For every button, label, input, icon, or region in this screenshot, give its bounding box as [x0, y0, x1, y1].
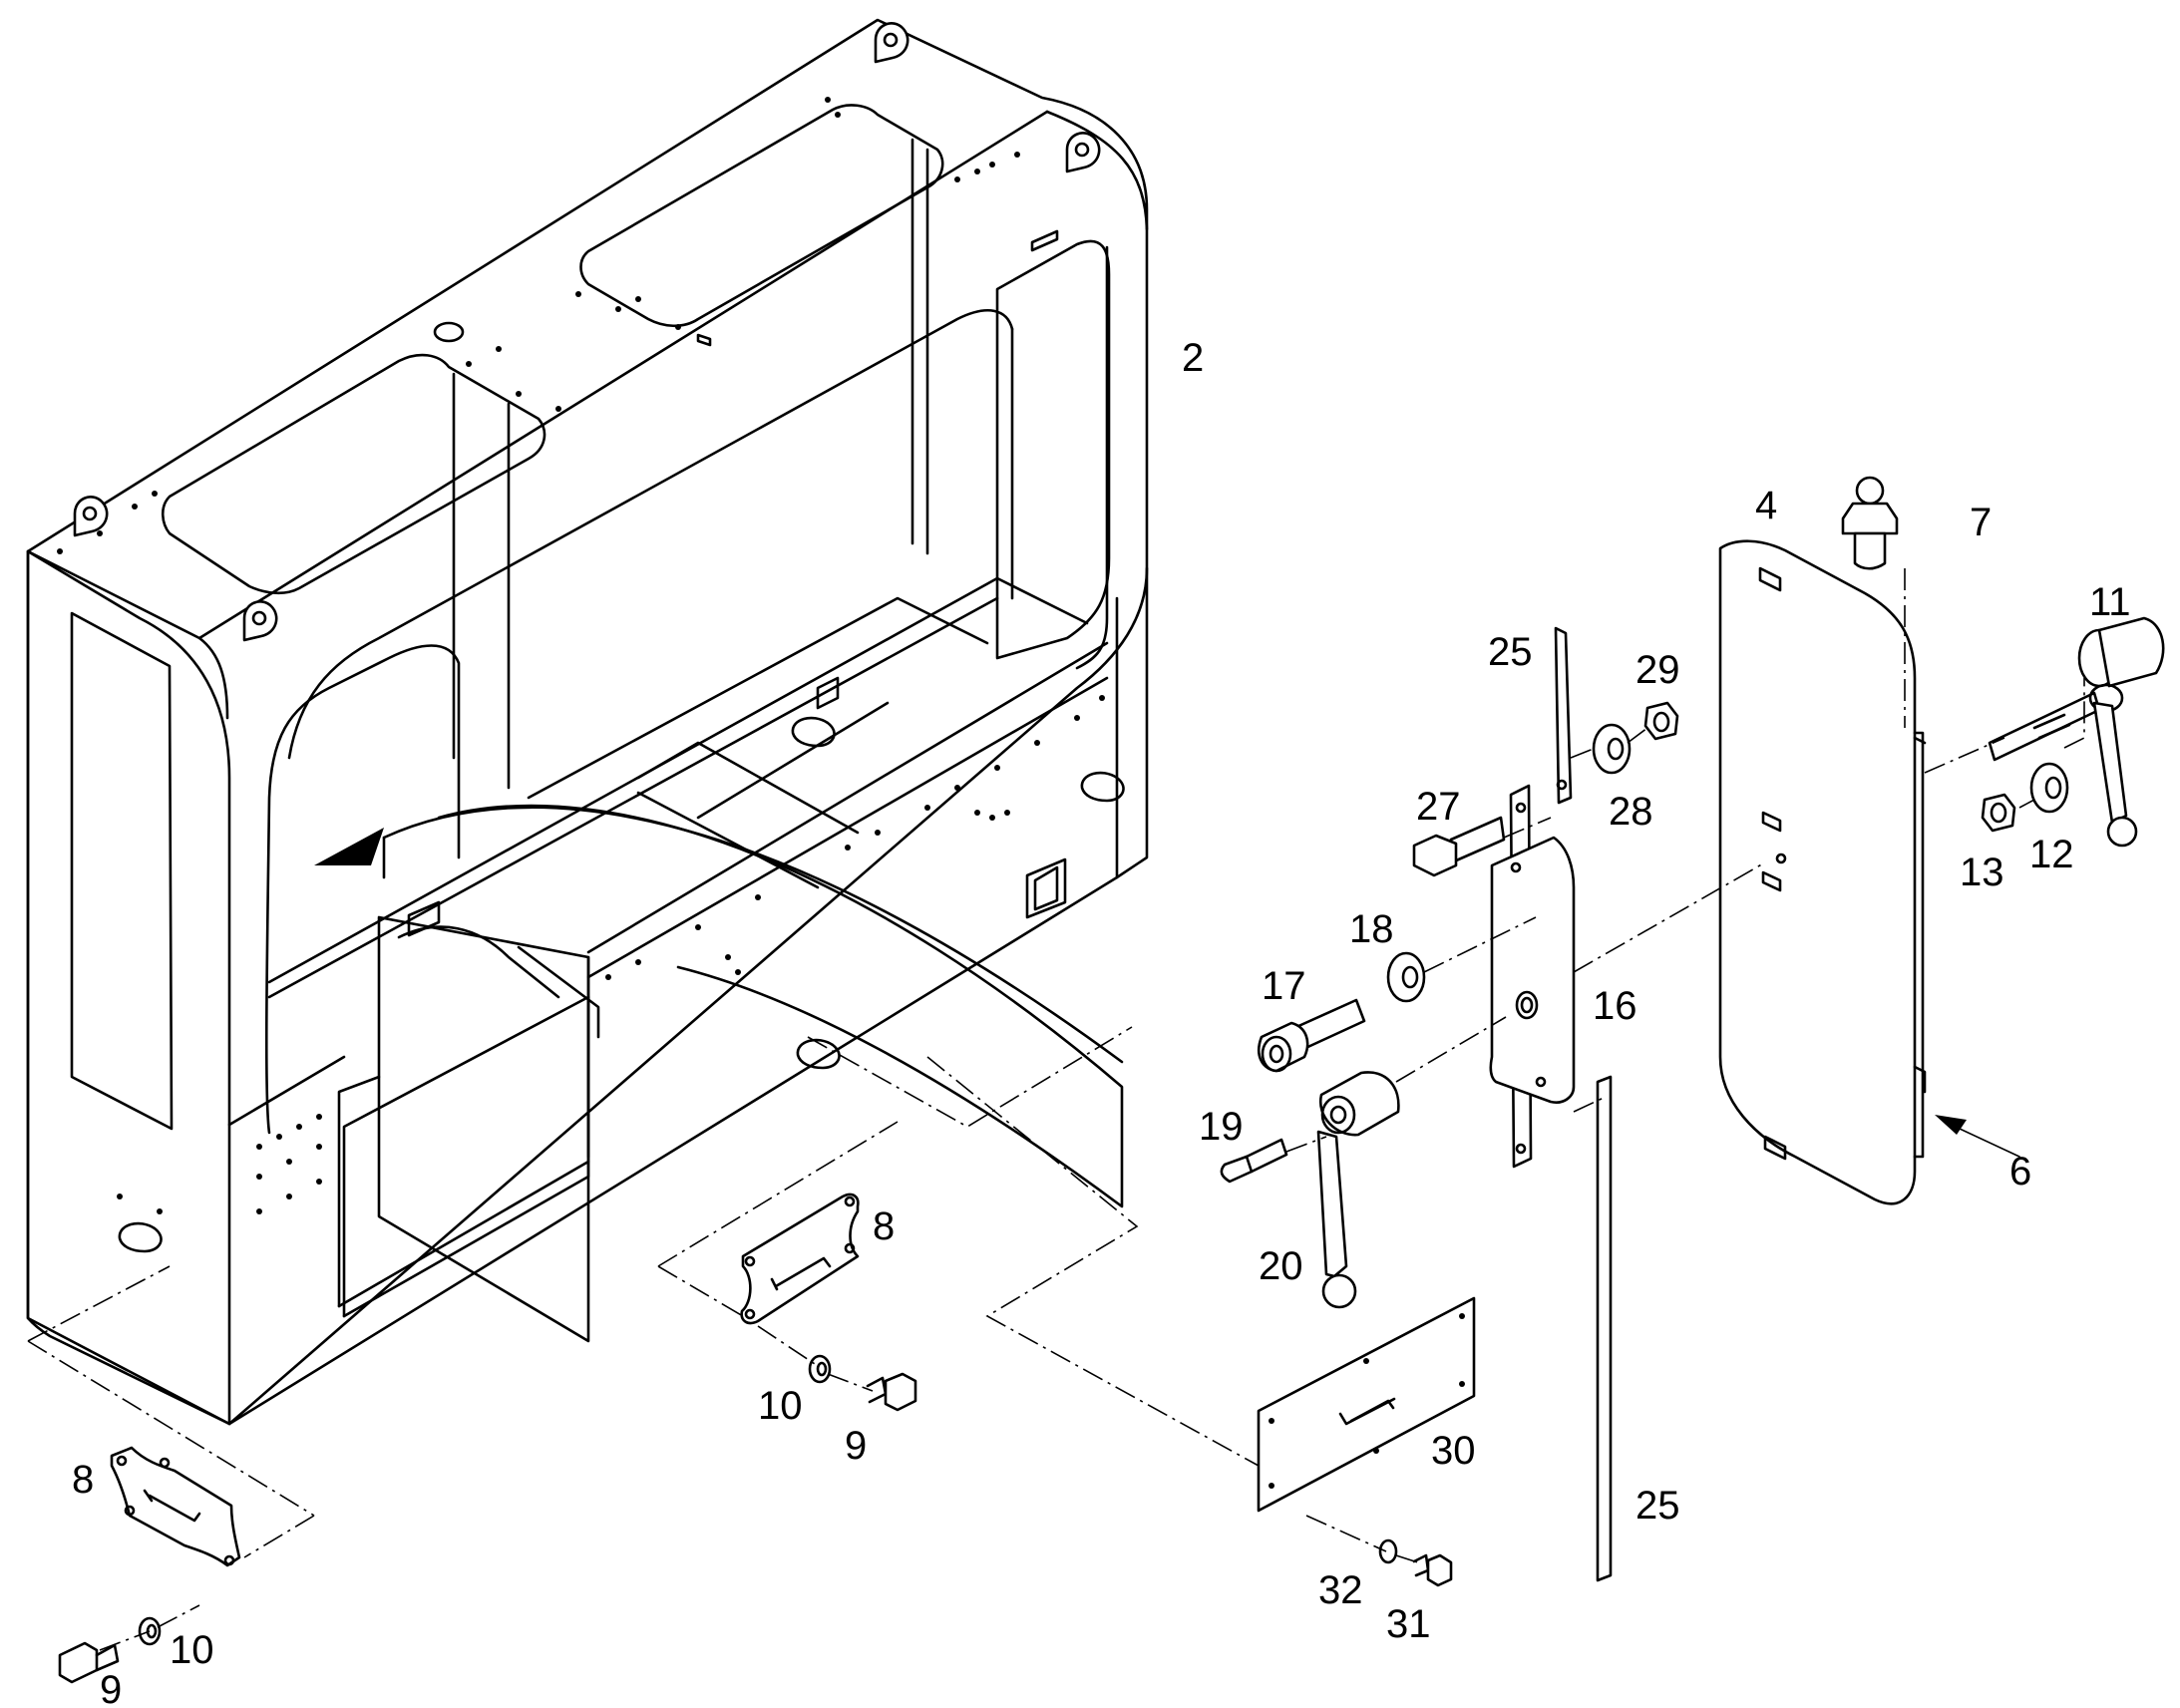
bolt-9-upper: [866, 1372, 917, 1412]
callout-12: 12: [2029, 833, 2074, 876]
cover-plate-8-lower: [110, 1446, 241, 1567]
frame-part-2: [26, 18, 1149, 1426]
callout-28: 28: [1609, 790, 1653, 834]
direction-arrow-icon: [314, 828, 384, 865]
nut-13: [1981, 793, 2016, 833]
screw-19: [1220, 1138, 1288, 1184]
bolt-27: [1412, 816, 1506, 877]
bolt-9-lower: [58, 1641, 120, 1684]
callout-13: 13: [1960, 851, 2004, 894]
washer-32: [1378, 1538, 1398, 1564]
lever-handle-20: [1316, 1071, 1400, 1309]
callout-10-upper: 10: [758, 1384, 803, 1428]
callout-31: 31: [1386, 1602, 1431, 1646]
callout-27: 27: [1416, 785, 1461, 829]
callout-16: 16: [1593, 984, 1637, 1028]
callout-9-lower: 9: [100, 1668, 122, 1708]
cutaway-strip: [314, 804, 1124, 1208]
door-part-4: [1718, 539, 1927, 1205]
hinge-bracket-16: [1489, 784, 1576, 1169]
callout-6: 6: [2009, 1150, 2031, 1194]
washer-12: [2029, 762, 2069, 814]
washer-10-upper: [808, 1354, 832, 1384]
callout-25-upper: 25: [1488, 630, 1533, 674]
callout-9-upper: 9: [845, 1424, 867, 1468]
callout-20: 20: [1259, 1244, 1303, 1288]
assembly-leader-lines: [27, 568, 2085, 1651]
callout-25-lower: 25: [1635, 1484, 1680, 1528]
callout-32: 32: [1318, 1568, 1363, 1612]
seal-strip-25-upper: [1554, 626, 1573, 805]
callout-8-upper: 8: [873, 1204, 895, 1248]
bolt-31: [1412, 1553, 1453, 1587]
callout-10-lower: 10: [170, 1628, 214, 1672]
callout-17: 17: [1262, 964, 1306, 1008]
callout-19: 19: [1199, 1105, 1244, 1149]
cover-plate-8-upper: [740, 1193, 860, 1325]
handle-assembly-11: [1988, 616, 2165, 848]
cap-screw-17: [1257, 998, 1366, 1073]
callout-4: 4: [1755, 484, 1777, 527]
seal-strip-25-lower: [1596, 1075, 1613, 1582]
callout-8-lower: 8: [72, 1458, 94, 1502]
frame-hole-dots: [57, 97, 1105, 1214]
callout-2: 2: [1182, 336, 1204, 380]
washer-28: [1592, 723, 1632, 775]
view-arrow-6-icon: [1935, 1115, 1967, 1135]
washer-18: [1386, 951, 1426, 1003]
callout-11: 11: [2089, 580, 2131, 624]
callout-30: 30: [1431, 1429, 1476, 1473]
panel-part-30: [1257, 1296, 1476, 1513]
callout-7: 7: [1970, 501, 1992, 544]
callout-29: 29: [1635, 648, 1680, 692]
callout-18: 18: [1349, 907, 1394, 951]
callout-labels: 2 4 6 7 8 8 9 9 10 10 11 12 13 16 17 18 …: [72, 336, 2131, 1708]
nut-29: [1643, 701, 1679, 741]
grease-fitting-7: [1841, 476, 1899, 570]
